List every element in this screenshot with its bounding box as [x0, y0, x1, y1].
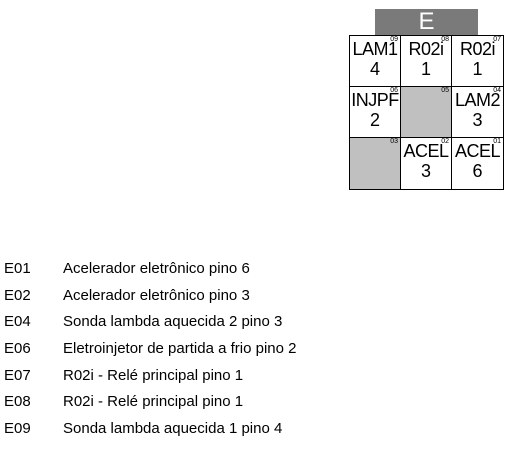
pin-cell-03: 03 [350, 138, 401, 189]
pin-cell-01: 01 ACEL 6 [452, 138, 503, 189]
pin-number: 04 [493, 87, 501, 94]
pin-signal-label: ACEL [454, 141, 501, 161]
pin-number: 09 [390, 36, 398, 43]
legend-description: R02i - Relé principal pino 1 [63, 366, 244, 384]
connector-label: E [375, 9, 478, 35]
pin-signal-pin: 4 [369, 59, 380, 79]
connector-pin-grid: 09 LAM1 4 08 R02i 1 07 R02i 1 06 INJPF 2… [349, 35, 504, 190]
pin-signal-label: LAM1 [352, 39, 398, 59]
legend-description: Acelerador eletrônico pino 6 [63, 260, 250, 277]
legend-code: E07 [4, 366, 31, 384]
pin-signal-pin: 6 [472, 161, 483, 181]
connector-e: E 09 LAM1 4 08 R02i 1 07 R02i 1 06 INJPF… [349, 9, 504, 190]
legend-description: R02i - Relé principal pino 1 [63, 393, 244, 411]
legend-code: E01 [4, 260, 31, 277]
legend-code: E08 [4, 393, 31, 411]
pin-number: 03 [390, 138, 398, 145]
legend-description: Acelerador eletrônico pino 3 [63, 286, 250, 304]
pin-number: 08 [441, 36, 449, 43]
legend-row: E04 Sonda lambda aquecida 2 pino 3 [4, 312, 296, 339]
pin-cell-08: 08 R02i 1 [401, 36, 452, 87]
pin-signal-label: R02i [408, 39, 444, 59]
pin-number: 06 [390, 87, 398, 94]
legend-row: E07 R02i - Relé principal pino 1 [4, 366, 296, 393]
legend-row: E09 Sonda lambda aquecida 1 pino 4 [4, 419, 296, 446]
pin-signal-label: LAM2 [454, 90, 501, 110]
pin-cell-06: 06 INJPF 2 [350, 87, 401, 138]
pin-signal-pin: 3 [420, 161, 431, 181]
pin-legend: E01 Acelerador eletrônico pino 6 E02 Acele… [4, 259, 296, 446]
pin-signal-pin: 1 [420, 59, 431, 79]
pin-signal-label: INJPF [351, 90, 399, 110]
legend-row: E01 Acelerador eletrônico pino 6 [4, 259, 296, 286]
legend-description: Sonda lambda aquecida 1 pino 4 [63, 420, 283, 438]
pin-cell-02: 02 ACEL 3 [401, 138, 452, 189]
pin-cell-09: 09 LAM1 4 [350, 36, 401, 87]
legend-code: E04 [4, 313, 31, 331]
legend-description: Sonda lambda aquecida 2 pino 3 [63, 313, 283, 331]
pin-number: 01 [493, 138, 501, 145]
legend-code: E06 [4, 340, 31, 358]
pin-cell-04: 04 LAM2 3 [452, 87, 503, 138]
legend-code: E02 [4, 286, 31, 304]
pin-signal-label: R02i [459, 39, 496, 59]
pin-number: 05 [441, 87, 449, 94]
pin-signal-pin: 3 [472, 110, 483, 130]
legend-code: E09 [4, 420, 31, 438]
legend-row: E02 Acelerador eletrônico pino 3 [4, 286, 296, 313]
pin-signal-pin: 2 [369, 110, 380, 130]
legend-description: Eletroinjetor de partida a frio pino 2 [63, 340, 297, 358]
pin-signal-pin: 1 [472, 59, 483, 79]
legend-row: E08 R02i - Relé principal pino 1 [4, 392, 296, 419]
pin-number: 07 [493, 36, 501, 43]
pin-signal-label: ACEL [403, 141, 449, 161]
pin-cell-07: 07 R02i 1 [452, 36, 503, 87]
pin-number: 02 [441, 138, 449, 145]
pin-cell-05: 05 [401, 87, 452, 138]
legend-row: E06 Eletroinjetor de partida a frio pino … [4, 339, 296, 366]
